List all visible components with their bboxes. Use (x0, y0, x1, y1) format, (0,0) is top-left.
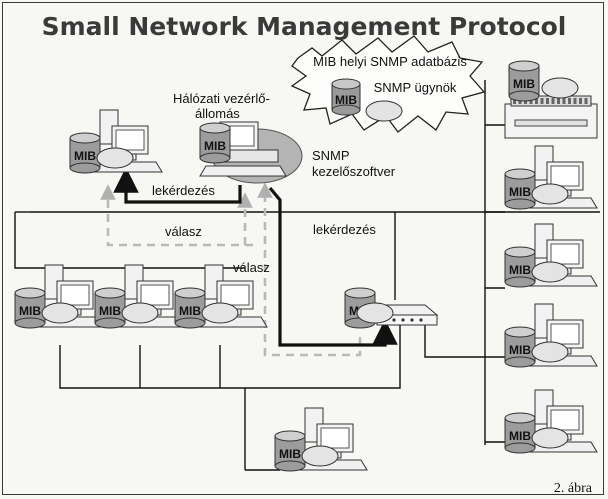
mib-database-icon: MIB (69, 132, 101, 174)
snmp-agent-ellipse (201, 302, 239, 324)
mib-database-icon: MIB (94, 287, 126, 329)
mib-database-icon: MIB (504, 168, 536, 210)
request-arrow-right (268, 186, 398, 347)
station-label-line1: Hálózati vezérlő- (173, 91, 270, 106)
station-label-line2: állomás (195, 106, 240, 121)
manager-label-line2: kezelőszoftver (312, 164, 396, 179)
station-left-2: MIB (94, 264, 188, 329)
mib-label: MIB (509, 429, 531, 443)
workstation-icons: MIB MIB MIB MIB MIB MIB MIB MIB MIB MIB MIB MIB (14, 60, 598, 472)
network-wires (14, 80, 600, 471)
station-manager: MIB (199, 121, 287, 177)
snmp-agent-ellipse (41, 302, 79, 324)
mib-label: MIB (513, 77, 535, 91)
snmp-agent-ellipse (531, 183, 569, 205)
manager-label-line1: SNMP (312, 148, 350, 163)
callout-cloud: MIB helyi SNMP adatbázis SNMP ügynök MIB (290, 35, 486, 133)
snmp-agent-ellipse (121, 302, 159, 324)
station-bottom: MIB (274, 407, 368, 472)
callout-mib-label: MIB (335, 93, 357, 107)
mib-database-icon: MIB (504, 246, 536, 288)
response-arrow-left (100, 184, 253, 247)
response-label-right: válasz (233, 260, 270, 275)
callout-line1: MIB helyi SNMP adatbázis (313, 54, 467, 69)
mib-label: MIB (204, 139, 226, 153)
station-right-3: MIB (504, 303, 598, 368)
response-paths (100, 182, 362, 357)
diagram-frame (2, 2, 604, 495)
station-right-2: MIB (504, 223, 598, 288)
mib-label: MIB (99, 304, 121, 318)
mib-label: MIB (179, 304, 201, 318)
station-top-left: MIB (69, 109, 163, 174)
callout-line2: SNMP ügynök (374, 80, 457, 95)
bottom-bus-line (59, 320, 401, 389)
snmp-agent-ellipse (301, 445, 339, 467)
response-label-left: válasz (165, 224, 202, 239)
station-right-1: MIB (504, 145, 598, 210)
mib-label: MIB (19, 304, 41, 318)
figure-label: 2. ábra (554, 481, 593, 496)
mib-database-icon: MIB (504, 412, 536, 454)
diagram-title: Small Network Management Protocol (42, 12, 567, 41)
mib-database-icon: MIB (199, 122, 231, 164)
mib-database-icon: MIB (508, 60, 540, 102)
snmp-agent-ellipse (541, 77, 579, 99)
mib-database-icon: MIB (14, 287, 46, 329)
snmp-agent-ellipse (531, 427, 569, 449)
mib-label: MIB (509, 263, 531, 277)
station-hub: MIB (344, 287, 439, 329)
station-left-1: MIB (14, 264, 108, 329)
station-left-3: MIB (174, 264, 268, 329)
mib-label: MIB (74, 149, 96, 163)
mib-label: MIB (509, 343, 531, 357)
mib-database-icon: MIB (504, 326, 536, 368)
request-label-left: lekérdezés (152, 183, 215, 198)
snmp-agent-ellipse (531, 341, 569, 363)
mib-database-icon: MIB (274, 430, 306, 472)
snmp-agent-ellipse (96, 147, 134, 169)
mib-label: MIB (509, 185, 531, 199)
request-arrow-left (113, 167, 242, 204)
station-printer: MIB (504, 60, 598, 139)
snmp-agent-ellipse (531, 261, 569, 283)
snmp-agent-ellipse (356, 302, 394, 324)
mib-label: MIB (279, 447, 301, 461)
mib-database-icon: MIB (174, 287, 206, 329)
station-right-4: MIB (504, 389, 598, 454)
request-paths (113, 167, 398, 347)
request-label-right: lekérdezés (313, 222, 376, 237)
